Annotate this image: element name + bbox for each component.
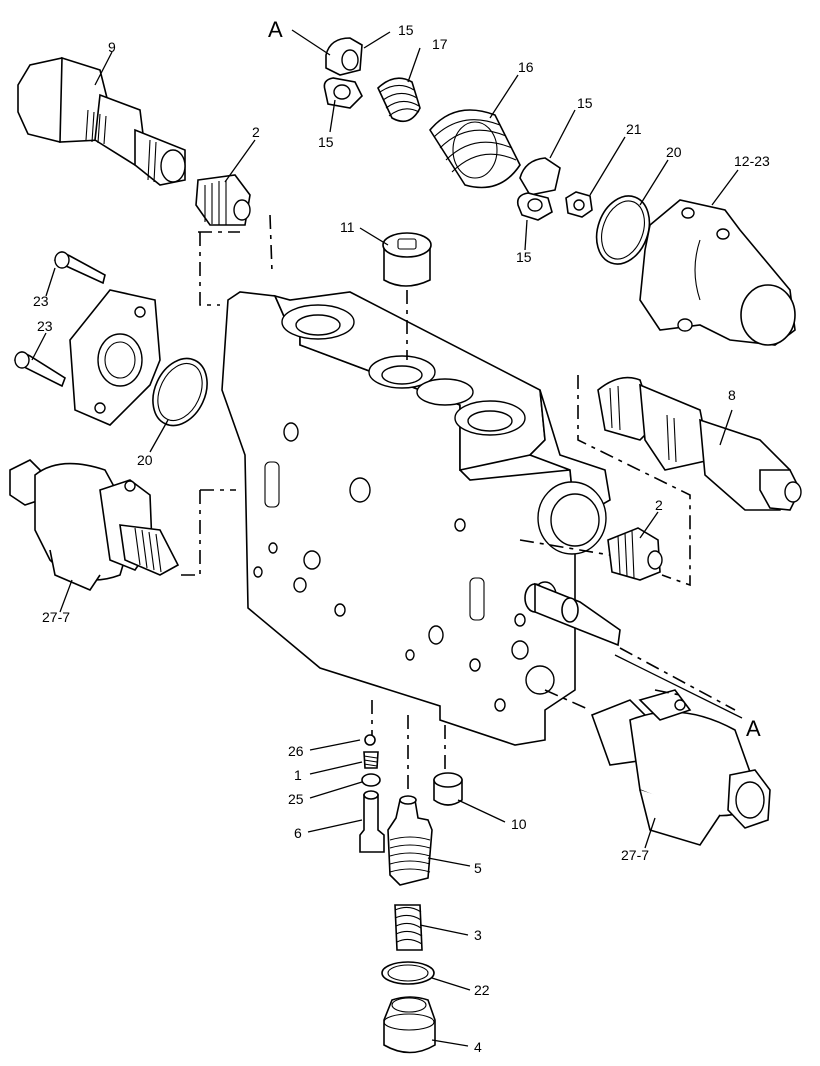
callout-labels: 9 2 A 15 15 17 16 15 15 21 20 12-23 11 2…	[33, 17, 770, 1055]
callout-17: 17	[432, 36, 448, 52]
callout-27-7-right: 27-7	[621, 847, 649, 863]
callout-A-right: A	[746, 716, 761, 741]
part-23-bolts	[13, 251, 106, 388]
callout-15-right: 15	[577, 95, 593, 111]
callout-25: 25	[288, 791, 304, 807]
callout-4: 4	[474, 1039, 482, 1055]
valve-body	[221, 291, 611, 746]
callout-27-7-left: 27-7	[42, 609, 70, 625]
leader-lines	[31, 29, 743, 1047]
part-26-ball	[364, 734, 376, 746]
callout-1: 1	[294, 767, 302, 783]
part-27-7-solenoid-right	[590, 689, 771, 846]
callout-A-top: A	[268, 17, 283, 42]
callout-16: 16	[518, 59, 534, 75]
part-2-top-check	[195, 174, 251, 226]
spool	[524, 582, 621, 647]
callout-12-23: 12-23	[734, 153, 770, 169]
assembly-lines	[178, 214, 736, 795]
callout-11: 11	[340, 219, 355, 235]
part-3-spring	[394, 904, 423, 951]
part-8-relief-valve-right	[597, 376, 802, 511]
flange-plate	[69, 289, 161, 426]
part-2-right-check	[607, 527, 663, 581]
part-5-poppet	[387, 799, 433, 886]
callout-10: 10	[511, 816, 527, 832]
callout-15-top: 15	[398, 22, 414, 38]
callout-23-bottom: 23	[37, 318, 53, 334]
callout-5: 5	[474, 860, 482, 876]
part-9-relief-valve	[17, 56, 186, 186]
part-27-7-solenoid-left	[9, 459, 180, 591]
part-12-23-cover	[639, 199, 796, 346]
callout-20-left: 20	[137, 452, 153, 468]
callout-20-top: 20	[666, 144, 682, 160]
callout-2-top: 2	[252, 124, 260, 140]
callout-6: 6	[294, 825, 302, 841]
callout-2-right: 2	[655, 497, 663, 513]
part-11-plug	[382, 232, 432, 287]
callout-21: 21	[626, 121, 642, 137]
callout-8: 8	[728, 387, 736, 403]
callout-15-bottom: 15	[516, 249, 532, 265]
callout-3: 3	[474, 927, 482, 943]
spring-kit-parts	[323, 37, 651, 265]
callout-22: 22	[474, 982, 490, 998]
callout-15-left: 15	[318, 134, 334, 150]
bottom-parts	[359, 734, 463, 1054]
part-22-oring	[381, 961, 435, 985]
callout-23-top: 23	[33, 293, 49, 309]
callout-9: 9	[108, 39, 116, 55]
part-25-oring	[361, 773, 381, 787]
part-4-cap	[383, 996, 436, 1054]
callout-26: 26	[288, 743, 304, 759]
part-6-pin	[359, 794, 385, 853]
